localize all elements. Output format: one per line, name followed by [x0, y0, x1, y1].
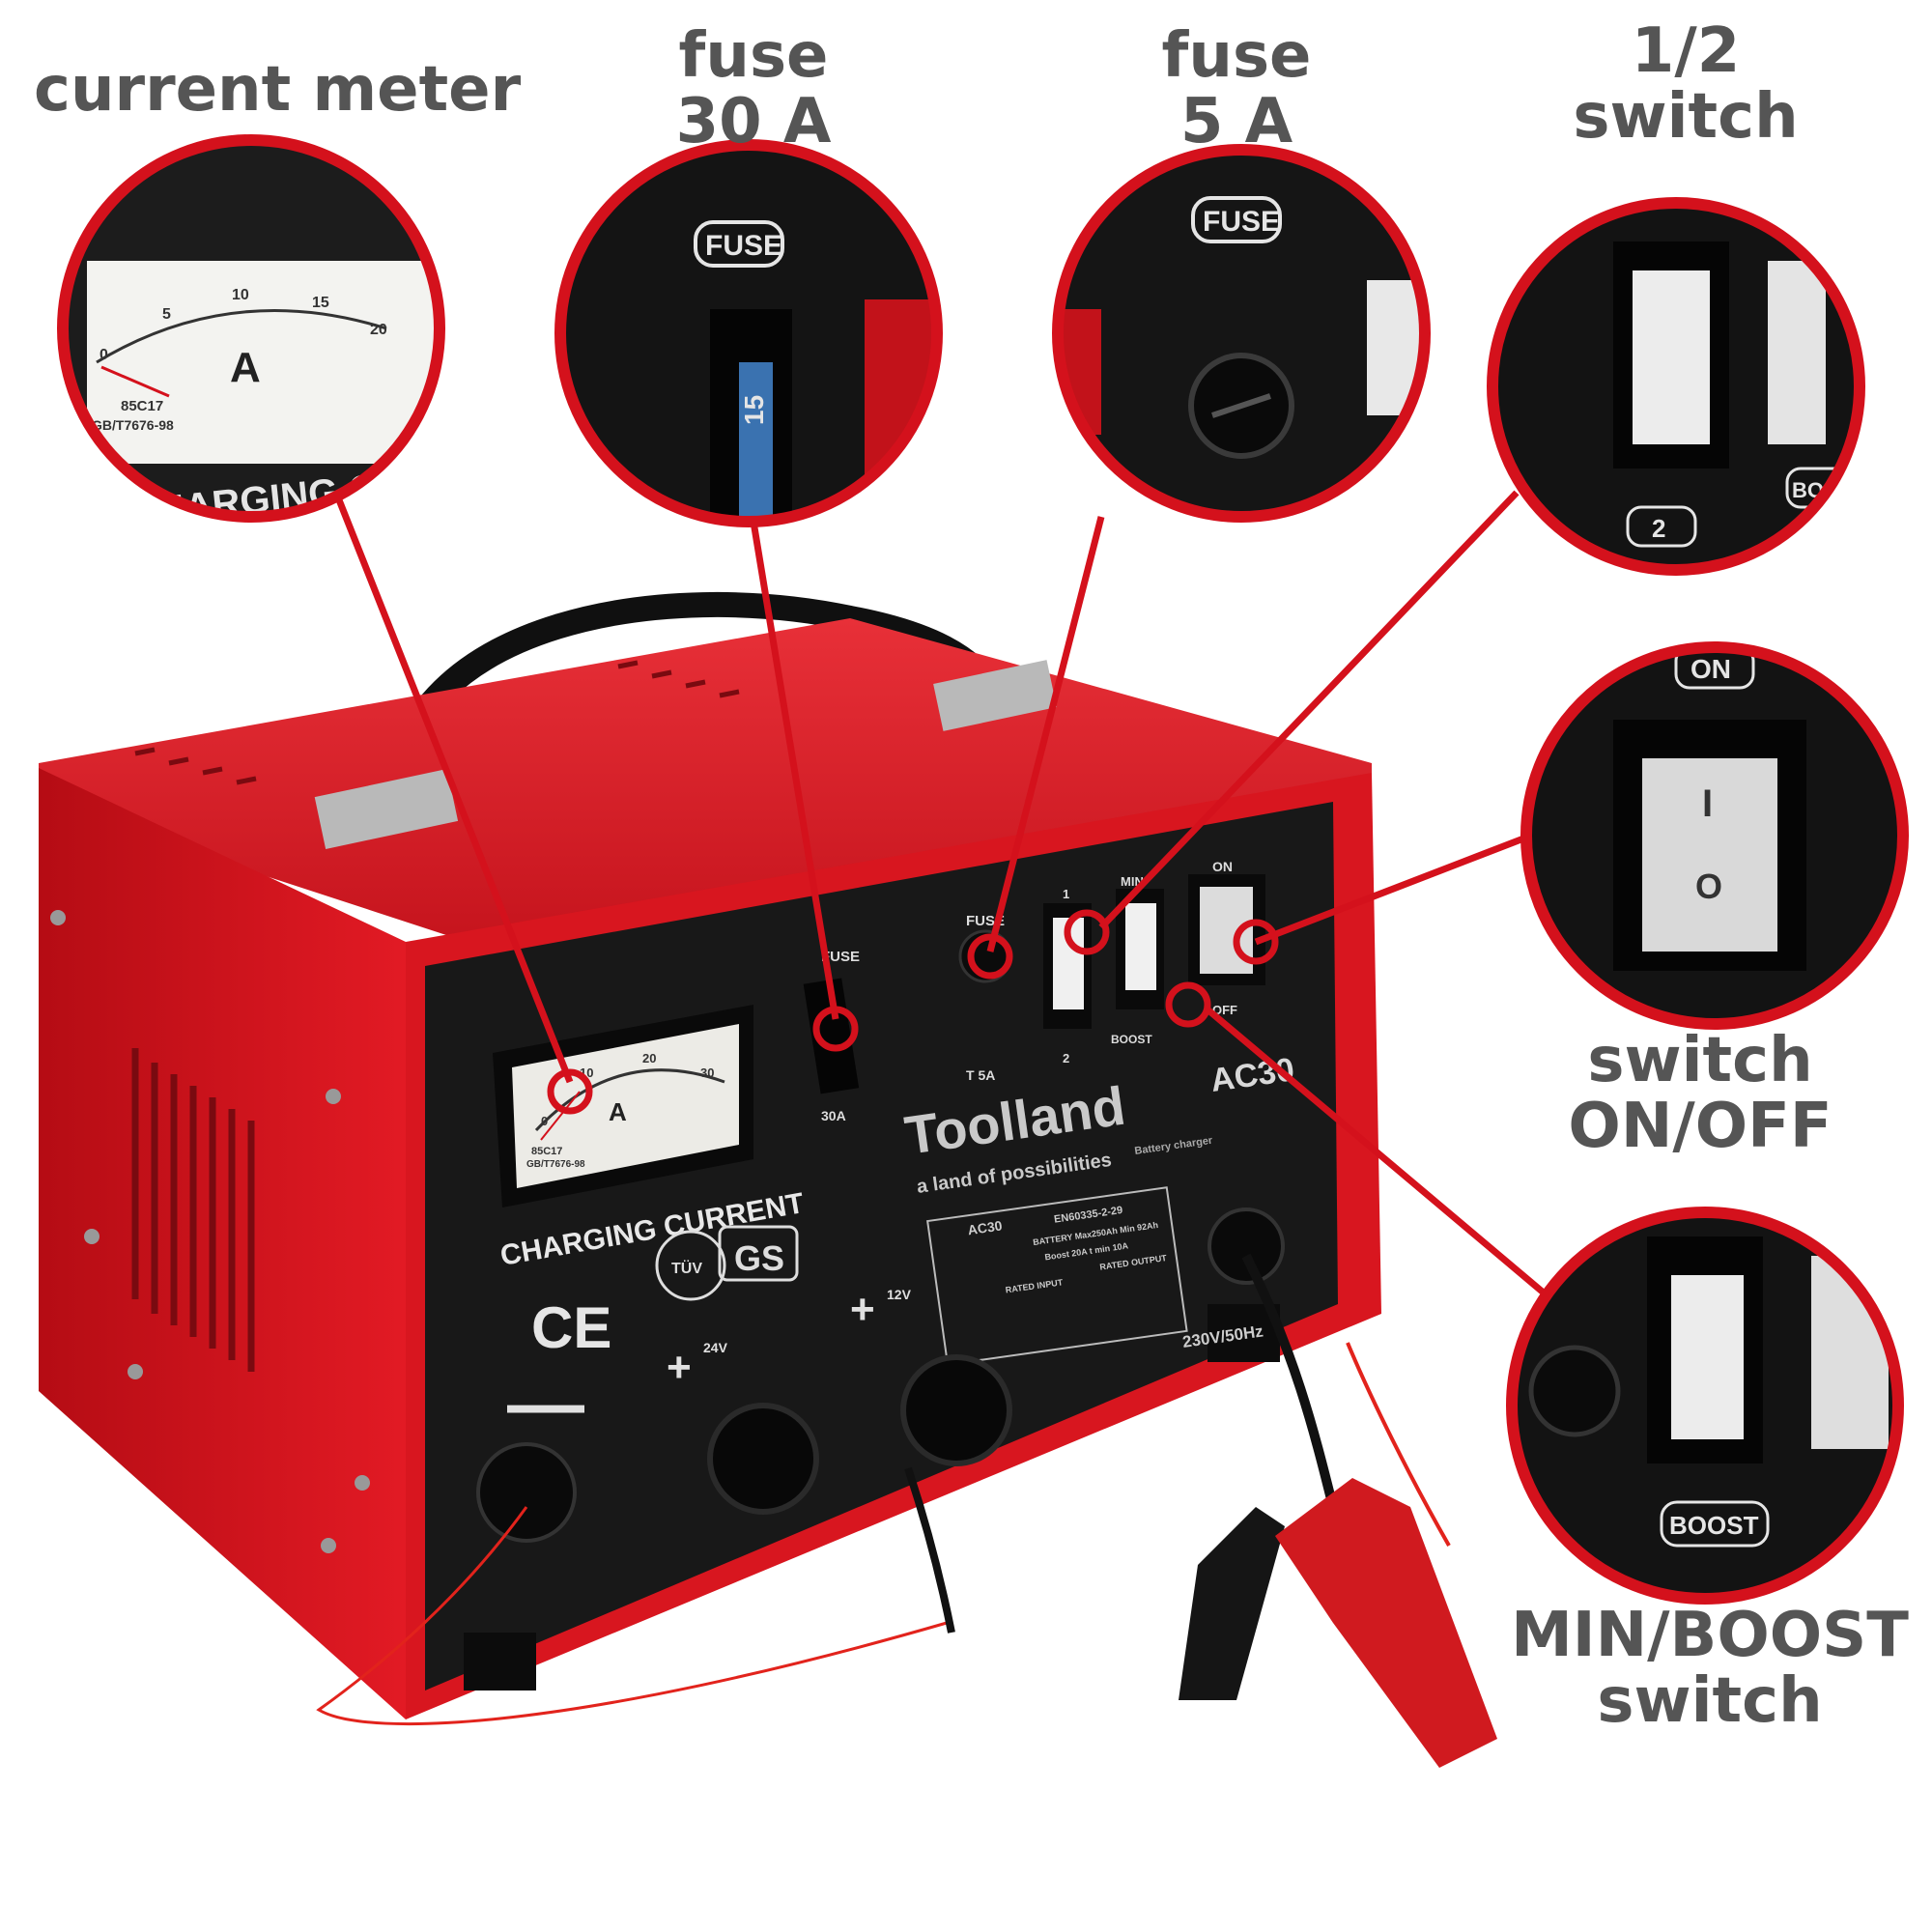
plate-model: AC30 [967, 1217, 1004, 1237]
terminal-12v-label: 12V [887, 1287, 912, 1302]
zoom-meter-unit: A [230, 344, 261, 391]
zoom-tick-15: 15 [312, 295, 329, 311]
foot-left [464, 1633, 536, 1690]
zoom-boost-tag: BOOST [1669, 1511, 1759, 1540]
zoom-fuse30-label: FUSE [705, 230, 782, 262]
switch-min-boost[interactable]: MIN BOOST [1111, 874, 1164, 1046]
tuv-mark: TÜV [671, 1259, 702, 1277]
zoom-switch-tag: 2 [1652, 514, 1665, 543]
meter-standard: GB/T7676-98 [526, 1159, 585, 1170]
mains-cable [1241, 1253, 1338, 1509]
zoom-current-meter: 0 5 10 15 20 A 85C17 GB/T7676-98 CHARGIN… [57, 134, 445, 523]
label-min-boost: MIN/BOOST switch [1502, 1600, 1918, 1737]
zoom-tick-5: 5 [162, 306, 171, 323]
meter-tick-30: 30 [700, 1065, 714, 1080]
zoom-tick-10: 10 [232, 287, 249, 303]
black-lead-wire [904, 1466, 955, 1634]
fuse30-tag: 30A [821, 1108, 846, 1123]
gs-seal [718, 1225, 799, 1282]
label-on-off: switch ON/OFF [1517, 1025, 1884, 1162]
side-panel [39, 768, 406, 1719]
zoom-fuse-30a: 15 FUSE [554, 139, 943, 527]
plus-12v-sign: + [850, 1286, 875, 1333]
meter-tick-20: 20 [642, 1051, 656, 1065]
side-vents [131, 1048, 255, 1372]
zoom-fuse-value: 15 [739, 395, 769, 425]
label-half-switch: 1/2 switch [1555, 15, 1816, 153]
label-current-meter-text: current meter [34, 54, 522, 126]
meter-unit: A [609, 1097, 627, 1126]
switch1-bottom-tag: 2 [1063, 1051, 1069, 1065]
terminal-12v-knob[interactable] [900, 1354, 1012, 1466]
zoom-on-tag: ON [1690, 654, 1731, 684]
red-lead-wire [316, 1506, 948, 1726]
minus-terminal[interactable] [476, 1442, 577, 1543]
terminal-24v-knob[interactable] [707, 1403, 819, 1515]
label-on-off-line2: ON/OFF [1568, 1090, 1833, 1162]
black-clamp[interactable] [1179, 1507, 1285, 1700]
red-clamp-wire [1346, 1342, 1451, 1547]
label-min-boost-line2: switch [1597, 1664, 1823, 1737]
red-clamp[interactable] [1275, 1478, 1497, 1768]
zoom-tick-20: 20 [370, 322, 387, 338]
handle-bracket-left [314, 769, 459, 849]
label-fuse-30a-line2: 30 A [675, 85, 832, 157]
switch1-top-tag: 1 [1063, 887, 1069, 901]
handle-bracket-right [933, 660, 1057, 731]
zoom-fuse5-label: FUSE [1203, 206, 1280, 238]
label-fuse-5a-line1: fuse [1161, 20, 1312, 92]
charger-body: 0 10 20 30 A 85C17 GB/T7676-98 CHARGING … [39, 591, 1497, 1768]
label-half-switch-line1: 1/2 [1631, 15, 1741, 87]
plus-24v-sign: + [667, 1344, 692, 1391]
tuv-seal [655, 1230, 726, 1301]
mains-cable-gland [1208, 1208, 1285, 1285]
label-current-meter: current meter [34, 54, 522, 126]
label-fuse-30a-line1: fuse [678, 20, 829, 92]
zoom-rocker-o: O [1695, 867, 1722, 906]
fuse30-holder [803, 978, 860, 1094]
label-on-off-line1: switch [1587, 1025, 1813, 1096]
zoom-tick-0: 0 [99, 347, 108, 363]
meter-tick-0: 0 [541, 1114, 548, 1128]
terminal-24v-label: 24V [703, 1340, 728, 1355]
label-fuse-30a: fuse 30 A [638, 20, 869, 157]
ce-mark: CE [531, 1295, 611, 1360]
zoom-rocker-i: I [1702, 782, 1713, 825]
fuse5-tag: T 5A [966, 1067, 995, 1083]
label-min-boost-line1: MIN/BOOST [1511, 1600, 1909, 1671]
leader-lines [334, 490, 1548, 1297]
label-half-switch-line2: switch [1573, 80, 1799, 153]
meter-model: 85C17 [531, 1146, 562, 1157]
leader-dots [547, 909, 1279, 1115]
fuse30-panel-label: FUSE [821, 949, 860, 965]
zoom-meter-standard: GB/T7676-98 [92, 417, 174, 433]
gs-mark: GS [734, 1238, 784, 1278]
switch3-bottom-tag: OFF [1212, 1003, 1237, 1017]
label-fuse-5a: fuse 5 A [1130, 20, 1343, 157]
zoom-fuse-5a: FUSE [1052, 144, 1431, 523]
minus-terminal-sign: — [507, 1360, 584, 1446]
zoom-min-boost-switch: BOOST [1506, 1207, 1904, 1605]
switch2-bottom-tag: BOOST [1111, 1033, 1152, 1046]
screws [50, 910, 370, 1553]
switch3-top-tag: ON [1212, 859, 1233, 874]
zoom-half-switch: 2 BOOS [1487, 197, 1865, 576]
zoom-meter-model: 85C17 [121, 398, 163, 414]
zoom-on-off-switch: I O ON [1520, 641, 1909, 1030]
label-fuse-5a-line2: 5 A [1179, 85, 1293, 157]
